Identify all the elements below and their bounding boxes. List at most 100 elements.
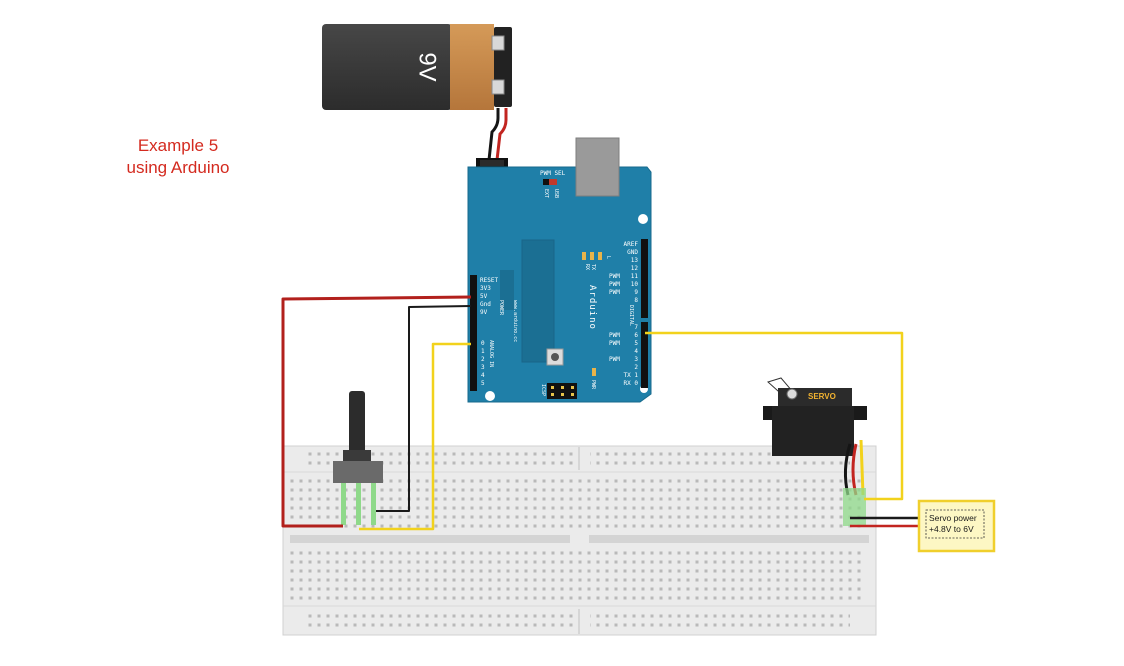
icsp-label: ICSP [540, 384, 546, 396]
caption-line-1: Example 5 [137, 136, 219, 155]
servo-wire-yellow [859, 439, 865, 496]
pin-label-reset: RESET [480, 277, 498, 284]
battery-wire-black [487, 108, 500, 161]
arduino-brand: Arduino [587, 285, 597, 330]
pin-label-d6: 6 [634, 332, 638, 339]
analog-pin-1: 1 [481, 348, 485, 355]
led-tx-label: TX [590, 264, 596, 270]
servo-body [772, 406, 854, 456]
battery-wire-red [495, 108, 508, 161]
reset-button-cap[interactable] [551, 353, 559, 361]
pin-label-d8: 8 [634, 297, 638, 304]
analog-pin-5: 5 [481, 380, 485, 387]
analog-pin-2: 2 [481, 356, 485, 363]
digital-section-label: DIGITAL [628, 305, 634, 326]
pin-label-rx0: RX 0 [624, 380, 639, 387]
wire-signal-yellow [645, 331, 904, 501]
battery-label: 9V [414, 52, 441, 81]
wire-5v-red [281, 295, 472, 528]
potentiometer-collar [343, 450, 371, 462]
breadboard [282, 445, 877, 636]
pin-label-tx1: TX 1 [624, 372, 639, 379]
breadboard-lower-terminals [290, 550, 865, 600]
pwr-led-label: PWR [590, 380, 596, 390]
digital-header-labels: AREF GND 13 12 11 10 9 8 7 6 5 4 3 2 TX … [624, 241, 639, 387]
wire-analog-yellow [359, 342, 471, 531]
arduino-pcb [467, 166, 652, 403]
analog-pin-4: 4 [481, 372, 485, 379]
battery-cap [450, 24, 494, 110]
diagram-caption: Example 5 using Arduino [108, 135, 248, 179]
led-rx-label: RX [584, 264, 590, 270]
pwm-tag-d9: PWM [609, 289, 620, 296]
icsp-header [547, 383, 577, 399]
servo-power-line-1: Servo power [929, 513, 977, 523]
battery-terminal-negative [491, 79, 505, 95]
pwm-sel-label: PWM SEL [540, 170, 566, 177]
breadboard-bottom-rail-holes [308, 611, 576, 631]
pwm-tag-d11: PWM [609, 273, 620, 280]
mounting-hole [485, 391, 495, 401]
servo-connector-pins [843, 488, 866, 526]
servo-power-note-box [917, 499, 996, 553]
pin-label-d10: 10 [631, 281, 639, 288]
pwm-tag-d5: PWM [609, 340, 620, 347]
power-section-label: POWER [498, 300, 504, 316]
power-header-labels: RESET 3V3 5V Gnd 9V [480, 277, 498, 316]
pwm-sel-jumper-cap [549, 179, 557, 185]
pin-label-d3: 3 [634, 356, 638, 363]
caption-line-2: using Arduino [126, 158, 230, 177]
digital-header-upper [641, 239, 648, 318]
voltage-regulator [500, 270, 514, 310]
analog-pin-labels: 0 1 2 3 4 5 [481, 340, 485, 387]
arduino-url: www.arduino.cc [512, 300, 518, 342]
pwr-led [592, 368, 596, 376]
led-tx [590, 252, 594, 260]
pin-label-5v: 5V [480, 293, 488, 300]
pin-label-d4: 4 [634, 348, 638, 355]
breadboard-upper-terminals [290, 479, 865, 529]
breadboard-center-channel [290, 535, 570, 543]
servo-power-note-frame [925, 509, 985, 539]
usb-label: USB [553, 189, 559, 198]
battery-body [322, 24, 452, 110]
power-analog-header [470, 275, 477, 391]
pwm-tag-d10: PWM [609, 281, 620, 288]
pwm-tag-d6: PWM [609, 332, 620, 339]
pin-label-d12: 12 [631, 265, 639, 272]
breadboard-center-channel-right [589, 535, 869, 543]
pin-label-gnd: Gnd [480, 301, 491, 308]
servo-power-note: Servo power +4.8V to 6V [917, 499, 996, 553]
pin-label-9v: 9V [480, 309, 488, 316]
battery-terminal-positive [491, 35, 505, 51]
servo-motor: SERVO [763, 377, 867, 456]
pin-label-aref: AREF [624, 241, 639, 248]
potentiometer-pin-left [341, 483, 346, 525]
pin-label-d9: 9 [634, 289, 638, 296]
analog-pin-3: 3 [481, 364, 485, 371]
pwm-tag-d3: PWM [609, 356, 620, 363]
pin-label-d5: 5 [634, 340, 638, 347]
pin-label-d13: 13 [631, 257, 639, 264]
digital-header-lower [641, 322, 648, 388]
led-l-label: L [605, 256, 611, 259]
wire-gnd-black [376, 305, 472, 512]
pin-label-gnd-digital: GND [627, 249, 638, 256]
mounting-hole [638, 214, 648, 224]
potentiometer-pin-middle [356, 483, 361, 525]
pwm-tags: PWM PWM PWM PWM PWM PWM [609, 273, 620, 363]
servo-power-line-2: +4.8V to 6V [929, 524, 974, 534]
potentiometer[interactable] [333, 391, 383, 525]
led-rx [598, 252, 602, 260]
pin-label-d2: 2 [634, 364, 638, 371]
analog-pin-0: 0 [481, 340, 485, 347]
servo-hub [786, 388, 798, 400]
pin-label-d11: 11 [631, 273, 639, 280]
breadboard-bottom-rail-holes-right [590, 611, 850, 631]
barrel-jack-top [480, 160, 504, 166]
analog-in-label: ANALOG IN [488, 340, 494, 367]
arduino-board: PWM SEL EXT USB TX RX L Arduino www.ardu… [467, 137, 652, 403]
potentiometer-shaft[interactable] [349, 391, 365, 453]
potentiometer-pin-right [371, 483, 376, 525]
